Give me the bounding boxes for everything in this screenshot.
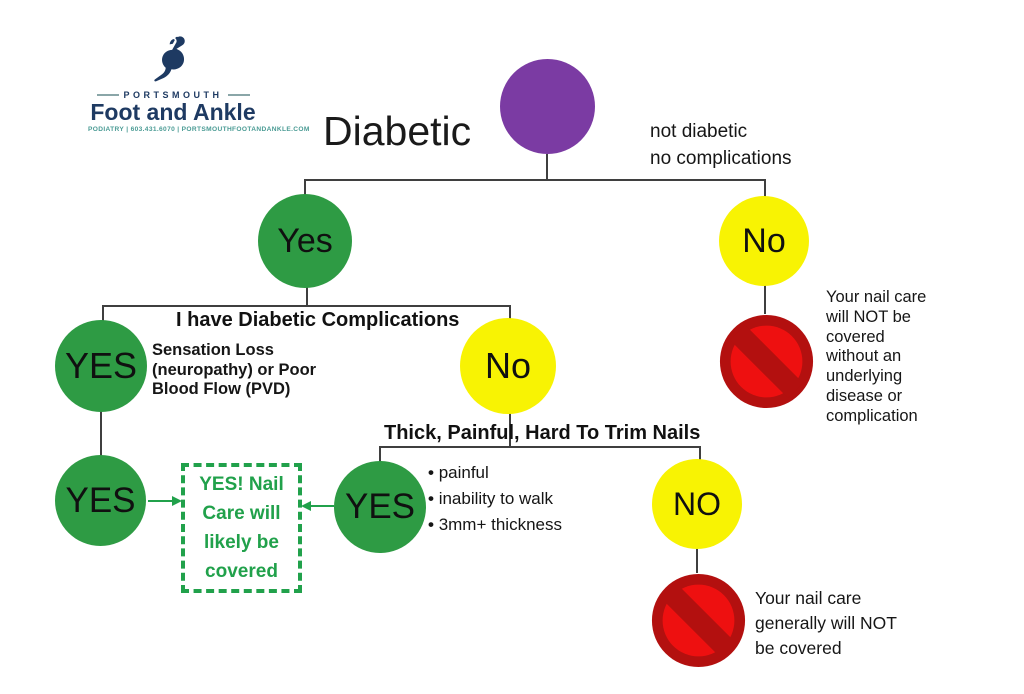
connector-level2-horizontal [102,305,510,307]
connector-level3-left-drop [379,446,381,462]
arrow-right-icon [172,496,182,506]
arrow-left-to-box [148,500,174,503]
note-complication-types: Sensation Loss (neuropathy) or Poor Bloo… [152,341,317,398]
connector-no2-to-nosign [764,284,766,314]
node-label: NO [673,485,721,522]
node-label: YES [64,345,138,386]
connector-yes2-drop [306,287,308,306]
connector-level2-right-drop [509,305,511,319]
node-yes-level4-mid: YES [334,461,426,553]
connector-level1-right-drop [764,179,766,197]
branch-label-complications: I have Diabetic Complications [176,309,460,331]
connector-level3-horizontal [379,446,701,448]
connector-level2-left-drop [102,305,104,321]
node-label: YES [344,487,416,526]
connector-no3-drop [509,413,511,448]
connector-level1-horizontal [304,179,766,181]
logo-tagline: PODIATRY | 603.431.6070 | PORTSMOUTHFOOT… [88,126,310,133]
bullet-painful: painful [428,460,562,486]
logo: PORTSMOUTH Foot and Ankle PODIATRY | 603… [88,36,310,133]
node-no-level2: No [719,196,809,286]
arrow-mid-to-box [309,505,334,508]
connector-root-drop [546,154,548,180]
node-no-level3: No [460,318,556,414]
connector-level1-left-drop [304,179,306,196]
node-yes-level4-left: YES [55,455,146,546]
outcome-covered-box: YES! Nail Care will likely be covered [181,463,302,593]
symptom-bullet-list: painful inability to walk 3mm+ thickness [428,460,562,538]
leg-silhouette-icon [88,36,258,88]
root-note: not diabetic no complications [650,121,792,169]
node-no-level4: NO [652,459,742,549]
bullet-thickness: 3mm+ thickness [428,512,562,538]
arrow-left-icon [301,501,311,511]
node-yes-level3: YES [55,320,147,412]
logo-brand: PORTSMOUTH [123,90,223,100]
no-entry-icon-bottom [650,572,747,674]
node-label: YES [65,480,136,520]
logo-dash-right [227,94,250,96]
node-label: Yes [277,221,333,260]
branch-label-nails: Thick, Painful, Hard To Trim Nails [384,422,701,444]
logo-title: Foot and Ankle [90,99,256,125]
logo-dash-left [96,94,119,96]
connector-yes3-to-yes4 [100,411,102,456]
node-diabetic-root [500,59,595,154]
node-label: No [742,221,786,260]
connector-no4-to-nosign [696,548,698,573]
no-entry-icon-top [718,313,815,415]
page-title: Diabetic [323,108,472,154]
note-not-covered-top: Your nail care will NOT be covered witho… [826,288,927,425]
node-yes-level2: Yes [258,194,352,288]
note-not-covered-bottom: Your nail care generally will NOT be cov… [755,588,897,658]
connector-level3-right-drop [699,446,701,460]
bullet-inability-to-walk: inability to walk [428,486,562,512]
node-label: No [484,345,532,386]
